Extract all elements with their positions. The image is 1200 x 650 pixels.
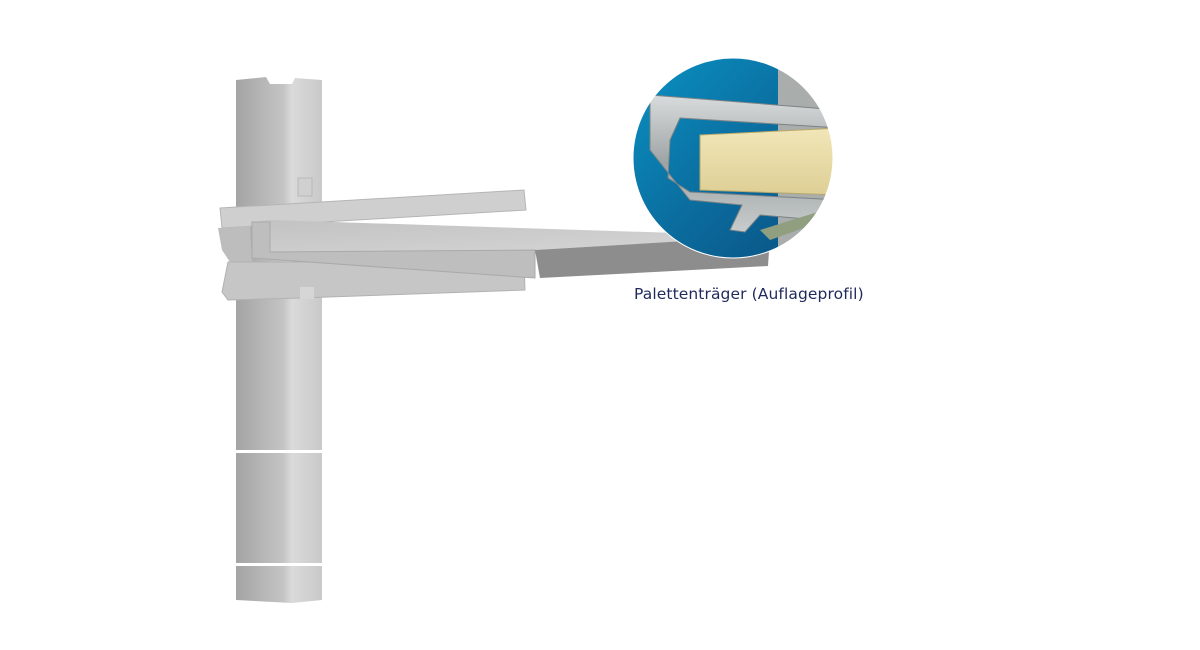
pallet-support-caption: Palettenträger (Auflageprofil) <box>634 285 864 303</box>
detail-inset-photo <box>633 58 833 258</box>
upright-post <box>234 77 324 603</box>
